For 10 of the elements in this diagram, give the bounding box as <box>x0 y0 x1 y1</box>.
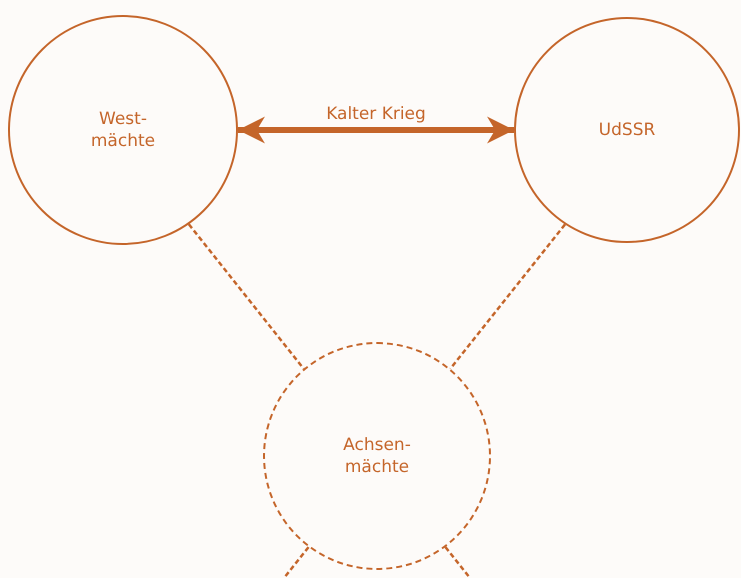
double-arrow <box>238 116 514 144</box>
dashed-connector <box>449 224 566 370</box>
dashed-connector <box>188 224 305 370</box>
dashed-circle <box>263 342 491 570</box>
edge-label: Kalter Krieg <box>326 104 426 124</box>
node-label: UdSSR <box>598 118 656 142</box>
circle <box>8 15 238 245</box>
node-label: West- mächte <box>90 108 156 152</box>
circle <box>514 17 740 243</box>
node-label: Achsen- mächte <box>342 434 412 478</box>
